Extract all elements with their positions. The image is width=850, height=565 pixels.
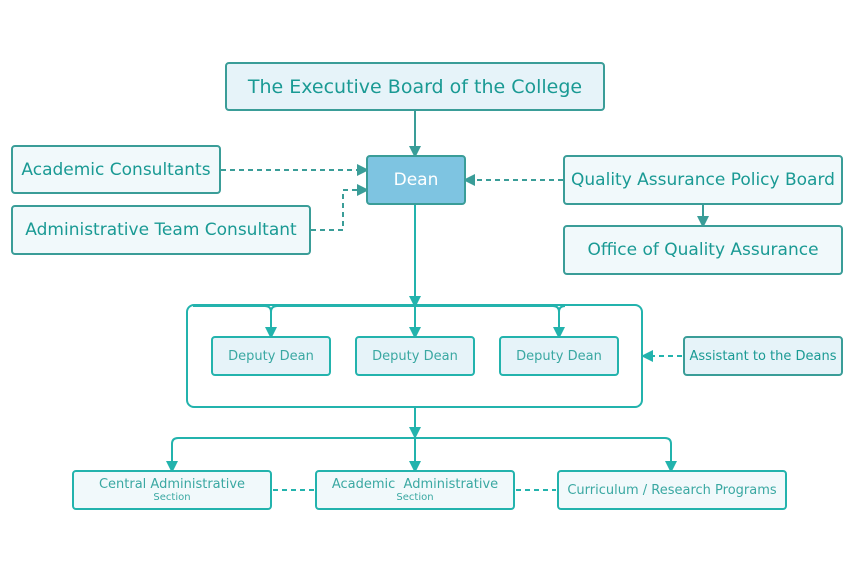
- edge-deputies-split: [193, 305, 566, 333]
- qa-policy-board-label: Quality Assurance Policy Board: [571, 170, 835, 190]
- administrative-team-label: Administrative Team Consultant: [25, 220, 297, 240]
- academic-admin-section-node[interactable]: Academic Administrative Section: [315, 470, 515, 510]
- assistant-label: Assistant to the Deans: [689, 348, 837, 364]
- deputy-dean-label: Deputy Dean: [516, 348, 602, 364]
- qa-office-label: Office of Quality Assurance: [587, 240, 819, 260]
- deputy-dean-node-2[interactable]: Deputy Dean: [355, 336, 475, 376]
- deputy-dean-label: Deputy Dean: [228, 348, 314, 364]
- section-line2: Section: [153, 492, 191, 503]
- curriculum-research-node[interactable]: Curriculum / Research Programs: [557, 470, 787, 510]
- section-line1: Academic Administrative: [331, 477, 499, 492]
- deputies-group: [186, 304, 643, 408]
- qa-office-node[interactable]: Office of Quality Assurance: [563, 225, 843, 275]
- edge-sections-split: [171, 437, 672, 466]
- section-line1: Central Administrative: [98, 477, 246, 492]
- academic-consultants-label: Academic Consultants: [21, 159, 211, 180]
- section-line1: Curriculum / Research Programs: [567, 482, 777, 498]
- edge-admin-team-dean: [311, 184, 369, 231]
- administrative-team-node[interactable]: Administrative Team Consultant: [11, 205, 311, 255]
- assistant-node[interactable]: Assistant to the Deans: [683, 336, 843, 376]
- section-line2: Section: [396, 492, 434, 503]
- deputy-dean-node-3[interactable]: Deputy Dean: [499, 336, 619, 376]
- dean-label: Dean: [393, 170, 439, 190]
- central-admin-section-node[interactable]: Central Administrative Section: [72, 470, 272, 510]
- dean-node[interactable]: Dean: [366, 155, 466, 205]
- executive-board-label: The Executive Board of the College: [247, 75, 583, 98]
- deputy-dean-label: Deputy Dean: [372, 348, 458, 364]
- academic-consultants-node[interactable]: Academic Consultants: [11, 145, 221, 194]
- deputy-dean-node-1[interactable]: Deputy Dean: [211, 336, 331, 376]
- executive-board-node[interactable]: The Executive Board of the College: [225, 62, 605, 111]
- qa-policy-board-node[interactable]: Quality Assurance Policy Board: [563, 155, 843, 205]
